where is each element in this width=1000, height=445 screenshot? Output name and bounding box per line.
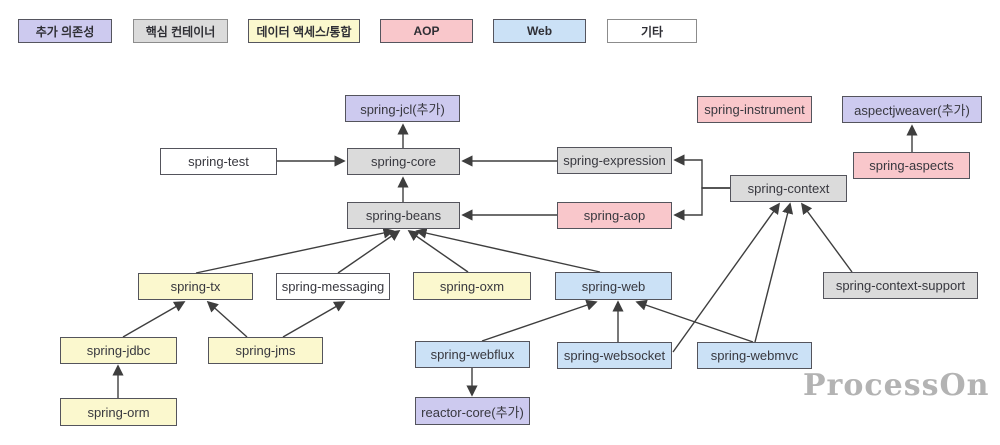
node-spring-context: spring-context — [730, 175, 847, 202]
legend-item-other: 기타 — [607, 19, 697, 43]
node-spring-webflux: spring-webflux — [415, 341, 530, 368]
node-spring-context-support: spring-context-support — [823, 272, 978, 299]
edge-spring-webmvc-to-spring-context — [754, 202, 794, 343]
legend-item-aop: AOP — [380, 19, 473, 43]
node-spring-aop: spring-aop — [557, 202, 672, 229]
edge-spring-context-support-to-spring-context — [801, 202, 853, 273]
node-spring-aspects: spring-aspects — [853, 152, 970, 179]
node-spring-expression: spring-expression — [557, 147, 672, 174]
node-aspectjweaver: aspectjweaver(추가) — [842, 96, 982, 123]
legend-item-additional: 추가 의존성 — [18, 19, 112, 43]
node-spring-jdbc: spring-jdbc — [60, 337, 177, 364]
edge-spring-messaging-to-spring-beans — [337, 230, 401, 274]
edge-spring-jdbc-to-spring-tx — [122, 301, 186, 338]
edge-spring-jms-to-spring-messaging — [282, 301, 346, 338]
edge-spring-oxm-to-spring-beans — [407, 230, 469, 273]
node-reactor-core: reactor-core(추가) — [415, 397, 530, 425]
edge-spring-tx-to-spring-beans — [195, 227, 395, 274]
node-spring-websocket: spring-websocket — [557, 342, 672, 369]
edge-spring-web-to-spring-beans — [415, 227, 601, 273]
node-spring-messaging: spring-messaging — [276, 273, 390, 300]
legend-item-data: 데이터 액세스/통합 — [248, 19, 360, 43]
edge-spring-context-to-spring-expression — [673, 154, 730, 189]
node-spring-orm: spring-orm — [60, 398, 177, 426]
node-spring-test: spring-test — [160, 148, 277, 175]
edge-spring-webflux-to-spring-web — [481, 299, 598, 342]
node-spring-tx: spring-tx — [138, 273, 253, 300]
node-spring-jcl: spring-jcl(추가) — [345, 95, 460, 122]
node-spring-instrument: spring-instrument — [697, 96, 812, 123]
node-spring-beans: spring-beans — [347, 202, 460, 229]
edge-spring-jms-to-spring-tx — [206, 300, 248, 338]
processon-watermark: ProcessOn — [803, 368, 990, 403]
node-spring-oxm: spring-oxm — [413, 272, 531, 300]
edge-spring-context-to-spring-aop — [673, 187, 730, 221]
node-spring-core: spring-core — [347, 148, 460, 175]
legend-item-web: Web — [493, 19, 586, 43]
legend-item-core: 핵심 컨테이너 — [133, 19, 228, 43]
edge-spring-websocket-to-spring-context — [672, 202, 780, 353]
node-spring-web: spring-web — [555, 272, 672, 300]
node-spring-jms: spring-jms — [208, 337, 323, 364]
node-spring-webmvc: spring-webmvc — [697, 342, 812, 369]
